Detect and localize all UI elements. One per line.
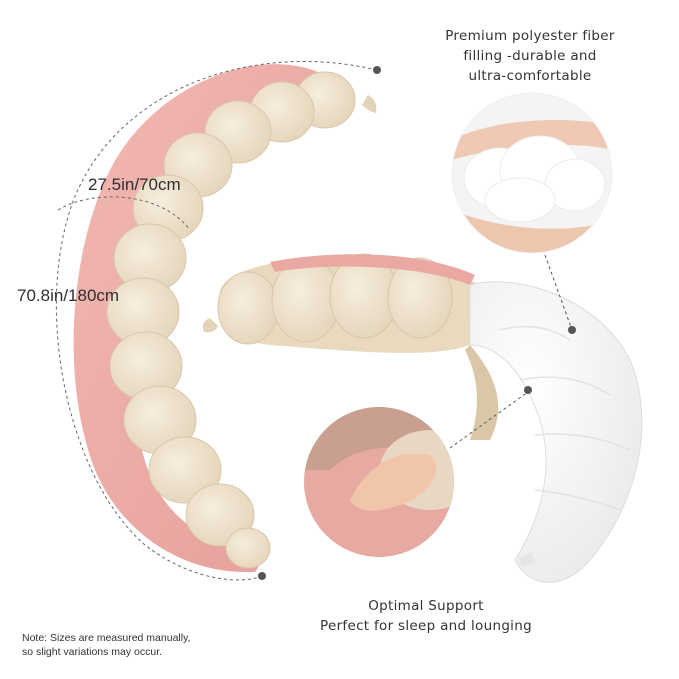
fiber-cloud [463, 135, 606, 223]
pillow-middle [202, 253, 478, 353]
support-callout: Optimal Support Perfect for sleep and lo… [296, 596, 556, 636]
callout-lines [449, 254, 573, 449]
filling-line-3: ultra-comfortable [468, 68, 592, 84]
hand-icon [350, 453, 436, 511]
filling-line-1: Premium polyester fiber [445, 28, 615, 44]
pillow-white [465, 281, 643, 583]
support-closeup [304, 407, 454, 557]
end-tab [362, 95, 377, 113]
note-line-1: Note: Sizes are measured manually, [22, 632, 191, 644]
fiber-closeup [451, 92, 613, 254]
middle-tab [202, 318, 218, 333]
callout-dot-support [524, 386, 532, 394]
beige-puffs [106, 71, 356, 569]
white-fill [469, 281, 643, 583]
filling-callout: Premium polyester fiber filling -durable… [430, 26, 630, 86]
dimension-lines [55, 60, 378, 581]
support-line-1: Optimal Support [368, 598, 484, 614]
note-line-2: so slight variations may occur. [22, 646, 163, 658]
width-dimension-label: 27.5in/70cm [88, 175, 181, 194]
dimension-dot-bottom [258, 572, 266, 580]
dimension-dot-top [373, 66, 381, 74]
measurement-note: Note: Sizes are measured manually, so sl… [22, 631, 212, 659]
filling-line-2: filling -durable and [463, 48, 597, 64]
support-line-2: Perfect for sleep and lounging [320, 618, 532, 634]
callout-dot-fiber [568, 326, 576, 334]
pillow-left [73, 64, 377, 573]
length-dimension-label: 70.8in/180cm [17, 286, 120, 305]
